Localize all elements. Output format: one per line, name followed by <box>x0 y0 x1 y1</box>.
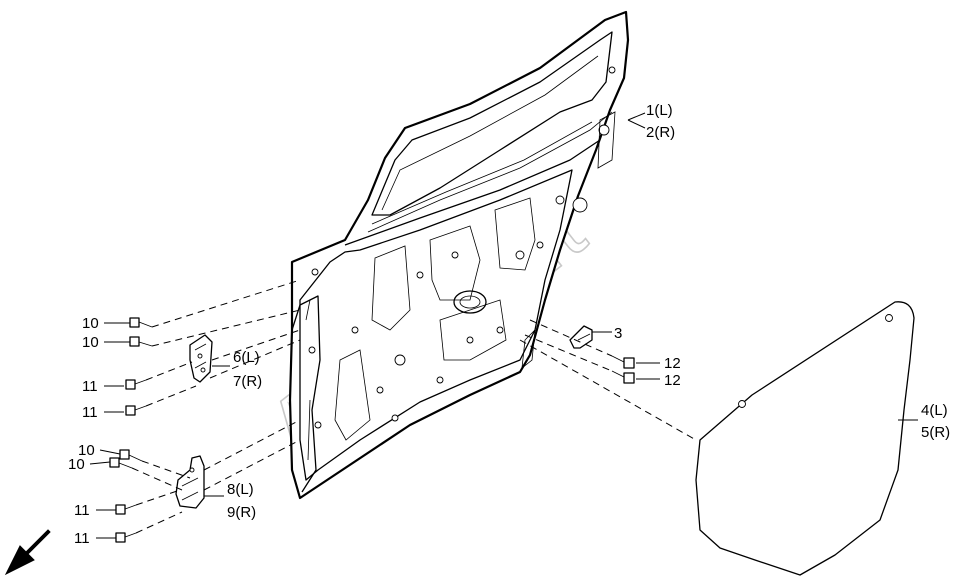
callout-bolt-11c: 11 <box>74 502 90 519</box>
callout-bolt-10a: 10 <box>82 315 99 332</box>
callout-seal-right: 5(R) <box>921 424 950 441</box>
front-direction-arrow-icon <box>4 529 51 576</box>
upper-hinge[interactable] <box>189 334 213 383</box>
bolt-11d-icon <box>115 532 137 543</box>
seal-hole <box>885 314 893 322</box>
door-panel[interactable] <box>288 10 630 500</box>
door-check-bracket[interactable] <box>569 325 593 349</box>
bolt-11b-icon <box>125 405 147 416</box>
bolt-10a-icon <box>129 317 153 328</box>
bolt-11c-icon <box>115 504 137 515</box>
callout-door-right: 2(R) <box>646 124 675 141</box>
callout-door-left: 1(L) <box>646 102 673 119</box>
callout-bolt-11b: 11 <box>82 404 98 421</box>
callout-bolt-10c: 10 <box>78 442 95 459</box>
callout-bolt-11d: 11 <box>74 530 90 547</box>
bolt-10c-icon <box>119 449 143 462</box>
callout-bolt-12b: 12 <box>664 372 681 389</box>
callout-upper-hinge-left: 6(L) <box>233 349 260 366</box>
bolt-10b-icon <box>129 336 153 347</box>
callout-bolt-10b: 10 <box>82 334 99 351</box>
callout-bolt-12a: 12 <box>664 355 681 372</box>
bolt-11a-icon <box>125 379 147 390</box>
leader-lines <box>89 112 918 539</box>
callout-upper-hinge-right: 7(R) <box>233 373 262 390</box>
door-sealing-cover[interactable] <box>695 301 915 576</box>
bolt-12a-icon <box>611 355 635 369</box>
seal-hole <box>738 400 746 408</box>
callout-bolt-11a: 11 <box>82 378 98 395</box>
callout-bolt-10d: 10 <box>68 456 85 473</box>
lower-hinge[interactable] <box>175 455 205 509</box>
callout-lower-hinge-left: 8(L) <box>227 481 254 498</box>
bolt-12b-icon <box>611 370 635 384</box>
callout-bracket: 3 <box>614 325 622 342</box>
callout-lower-hinge-right: 9(R) <box>227 504 256 521</box>
assembly-lines <box>131 279 697 534</box>
callout-seal-left: 4(L) <box>921 402 948 419</box>
